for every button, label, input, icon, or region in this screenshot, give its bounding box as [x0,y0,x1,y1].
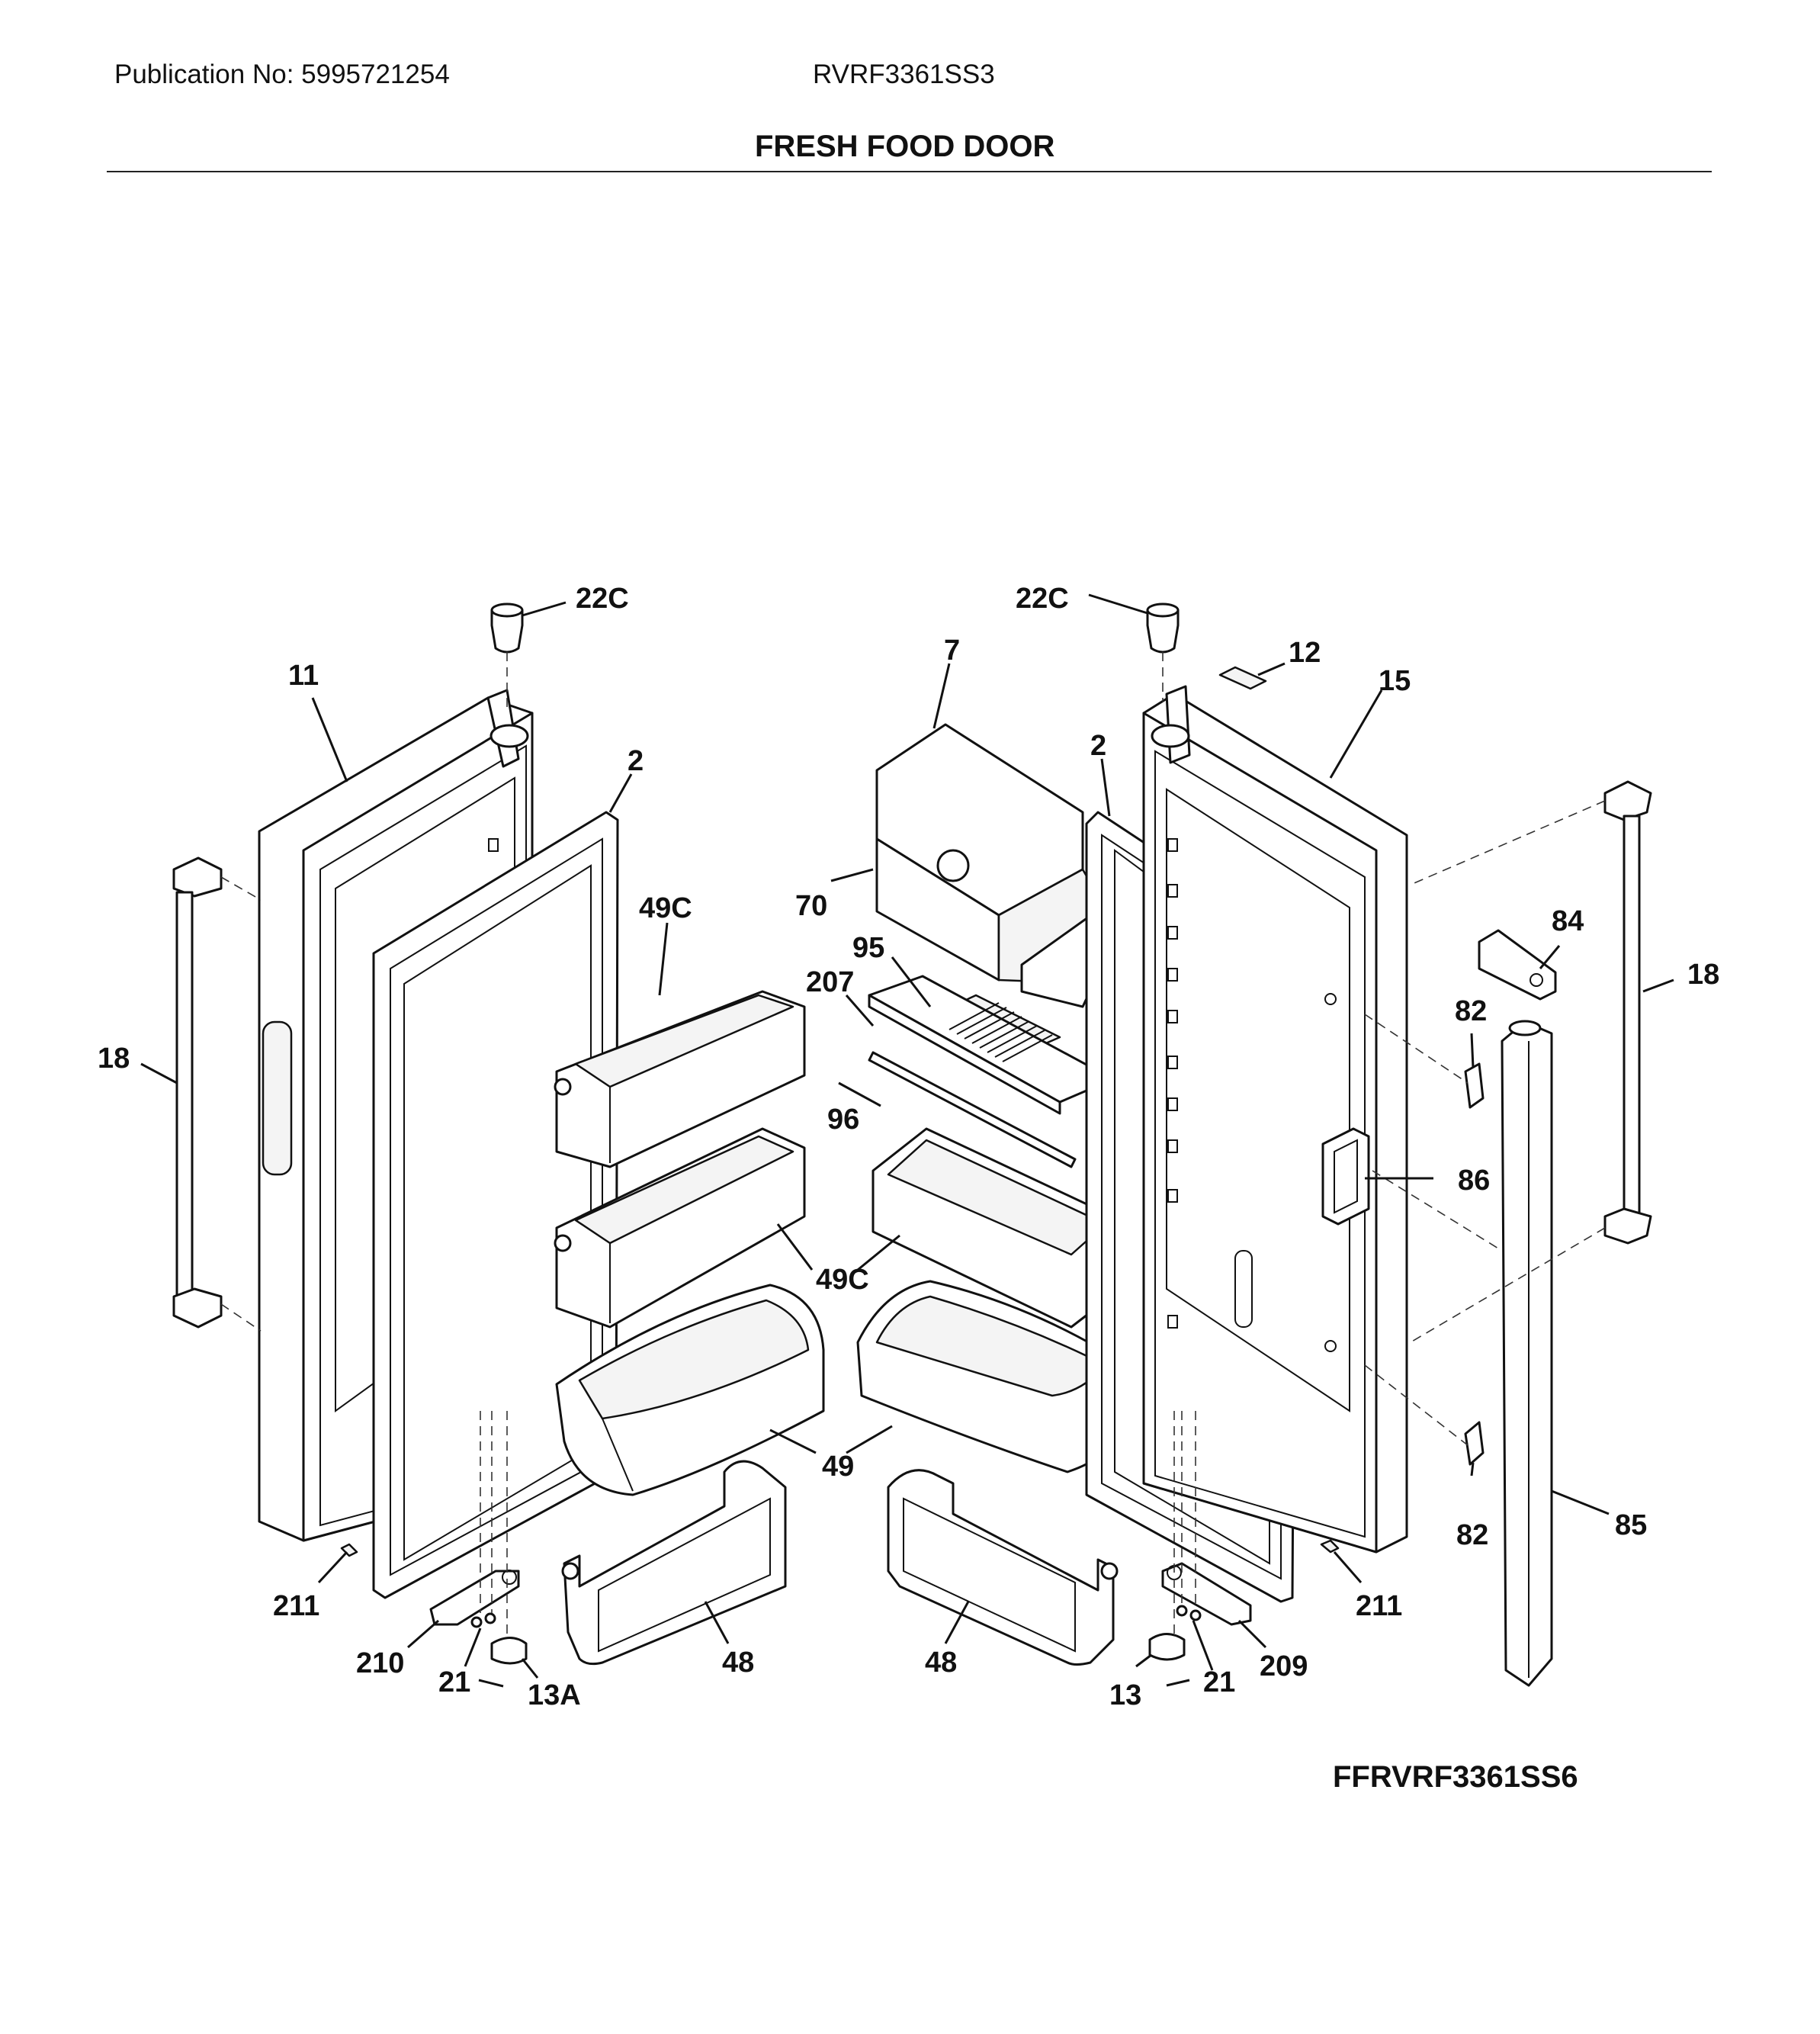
right-hinge-screws [1176,1605,1202,1621]
callout-96: 96 [827,1104,859,1136]
callout-211-left: 211 [273,1590,319,1622]
callout-labels: 22C 22C 11 2 7 2 12 15 49C 70 95 207 84 … [98,583,1719,1711]
right-door-outer-panel [1142,685,1408,1554]
right-stop-211 [1320,1539,1340,1554]
callout-18-left: 18 [98,1043,130,1075]
diagram-code: FFRVRF3361SS6 [1333,1760,1578,1794]
callout-13a: 13A [528,1679,581,1711]
callout-82-bottom: 82 [1456,1519,1488,1551]
callout-70: 70 [795,890,827,922]
callout-84: 84 [1552,905,1584,937]
callout-85: 85 [1615,1509,1647,1541]
crisper-shelf-207 [868,975,1115,1115]
leader-lines [140,593,1674,1679]
right-handle [1603,780,1652,1245]
callout-13: 13 [1109,1679,1141,1711]
callout-209: 209 [1260,1650,1308,1682]
right-bin-48 [887,1469,1119,1666]
callout-86: 86 [1458,1165,1490,1197]
dairy-compartment-7 [875,723,1119,1008]
right-cap-22c [1146,602,1180,654]
callout-210: 210 [356,1647,404,1679]
clip-82-top [1464,1062,1485,1109]
callout-22c-left: 22C [576,583,629,615]
callout-21-left: 21 [438,1666,470,1698]
left-bin-48 [561,1460,787,1666]
callout-211-right: 211 [1356,1590,1402,1622]
left-hinge-screws [470,1612,496,1628]
callout-48-left: 48 [722,1647,754,1679]
right-door-shelf-dots [1167,838,1337,1352]
left-cap-22c [490,602,524,654]
header-rule [107,171,1712,172]
left-bin-49c-top [554,990,806,1168]
callout-18-right: 18 [1687,959,1719,991]
callout-49c-top: 49C [639,892,692,924]
right-cam-13 [1148,1633,1186,1661]
callout-21-right: 21 [1203,1666,1235,1698]
left-bin-49 [555,1284,825,1496]
callout-22c-right: 22C [1016,583,1069,615]
trim-85 [1501,1020,1553,1687]
callout-82-top: 82 [1455,995,1487,1027]
publication-number: Publication No: 5995721254 [114,59,450,89]
left-pin-21 [478,1679,504,1688]
callout-11: 11 [288,660,319,692]
hinge-bracket-86 [1321,1127,1370,1226]
label-12 [1218,666,1267,690]
vent-grille [949,1002,1053,1062]
shelf-trim-96 [868,1051,1077,1168]
callout-48-right: 48 [925,1647,957,1679]
left-cam-13a [490,1637,528,1665]
callout-7: 7 [944,635,960,667]
model-number: RVRF3361SS3 [813,59,995,89]
section-title: FRESH FOOD DOOR [755,130,1055,163]
hinge-cover-84 [1478,929,1557,1001]
right-pin-21 [1166,1679,1190,1687]
left-bin-49c-bottom [554,1127,806,1329]
callout-2-left: 2 [628,745,644,777]
callout-12: 12 [1289,637,1321,669]
callout-2-right: 2 [1090,730,1106,762]
left-handle [172,856,223,1329]
callout-49: 49 [822,1451,854,1483]
callout-95: 95 [852,932,884,964]
clip-82-bottom [1464,1421,1485,1466]
callout-15: 15 [1379,665,1411,697]
left-bottom-hinge-210 [429,1570,520,1626]
left-door-gasket [372,811,619,1599]
callout-207: 207 [806,966,854,998]
callout-49c-bottom: 49C [816,1264,869,1296]
alignment-lines [220,652,1606,1636]
